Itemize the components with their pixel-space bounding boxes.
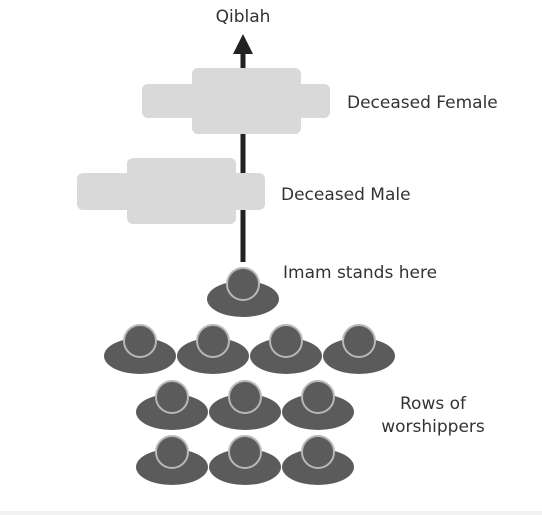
bottom-divider: [0, 511, 542, 515]
rows-label-line2: worshippers: [381, 417, 485, 437]
worshipper-head: [301, 380, 335, 414]
worshipper-head: [123, 324, 157, 358]
worshipper-head: [269, 324, 303, 358]
worshipper-head: [155, 380, 189, 414]
qiblah-label: Qiblah: [216, 7, 271, 27]
worshipper-person-icon: [209, 380, 281, 430]
worshipper-person-icon: [177, 324, 249, 374]
worshipper-person-icon: [136, 380, 208, 430]
imam-person-icon: [207, 267, 279, 317]
worshipper-person-icon: [282, 380, 354, 430]
worshipper-head: [228, 435, 262, 469]
worshipper-person-icon: [136, 435, 208, 485]
worshipper-head: [342, 324, 376, 358]
worshipper-person-icon: [104, 324, 176, 374]
worshipper-head: [196, 324, 230, 358]
deceased-female-label: Deceased Female: [347, 93, 498, 113]
worshipper-head: [155, 435, 189, 469]
rows-label-line1: Rows of: [400, 394, 467, 414]
worshipper-person-icon: [209, 435, 281, 485]
worshipper-head: [301, 435, 335, 469]
deceased-male-coffin-icon: [77, 158, 265, 224]
worshippers-group: [104, 324, 395, 485]
deceased-male-label: Deceased Male: [281, 185, 411, 205]
worshipper-head: [228, 380, 262, 414]
worshipper-person-icon: [250, 324, 322, 374]
deceased-female-coffin-icon: [142, 68, 330, 134]
imam-label: Imam stands here: [283, 263, 437, 283]
worshipper-person-icon: [323, 324, 395, 374]
worshipper-person-icon: [282, 435, 354, 485]
